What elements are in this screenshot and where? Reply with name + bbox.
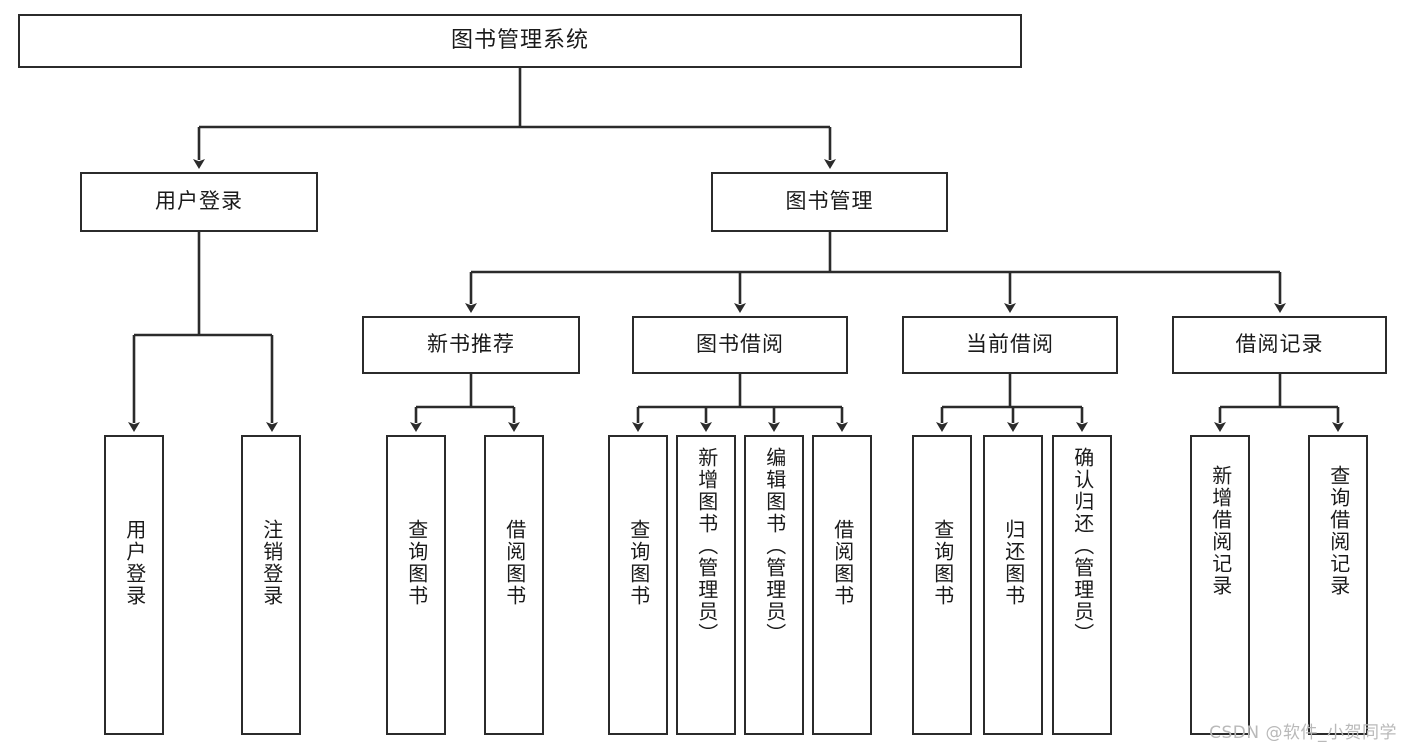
csdn-watermark: CSDN @软件_小贺同学 — [1209, 723, 1397, 743]
node-root[interactable]: 图书管理系统 — [18, 14, 1022, 68]
node-leaf-user-login[interactable]: 用户登录 — [104, 435, 164, 735]
node-leaf-add-book-admin-label: 新增图书（管理员） — [694, 447, 719, 645]
node-leaf-confirm-return-admin[interactable]: 确认归还（管理员） — [1052, 435, 1112, 735]
node-user-login[interactable]: 用户登录 — [80, 172, 318, 232]
node-leaf-return-book-label: 归还图书 — [1001, 519, 1026, 607]
edge-bookborrow-to-leaves — [632, 374, 848, 432]
node-leaf-query-borrow-record[interactable]: 查询借阅记录 — [1308, 435, 1368, 735]
node-borrow-record[interactable]: 借阅记录 — [1172, 316, 1387, 374]
node-book-borrow-label: 图书借阅 — [696, 332, 784, 357]
node-leaf-query-book-current-label: 查询图书 — [930, 519, 955, 607]
node-leaf-user-login-label: 用户登录 — [122, 519, 147, 607]
node-leaf-query-borrow-record-label: 查询借阅记录 — [1326, 465, 1351, 597]
node-leaf-add-borrow-record[interactable]: 新增借阅记录 — [1190, 435, 1250, 735]
edge-newbook-to-leaves — [410, 374, 520, 432]
node-user-login-label: 用户登录 — [155, 189, 243, 214]
node-leaf-query-book-current[interactable]: 查询图书 — [912, 435, 972, 735]
node-leaf-edit-book-admin[interactable]: 编辑图书（管理员） — [744, 435, 804, 735]
edge-currentborrow-to-leaves — [936, 374, 1088, 432]
node-current-borrow[interactable]: 当前借阅 — [902, 316, 1118, 374]
node-book-management-label: 图书管理 — [785, 189, 874, 214]
node-leaf-return-book[interactable]: 归还图书 — [983, 435, 1043, 735]
node-leaf-user-logout[interactable]: 注销登录 — [241, 435, 301, 735]
node-leaf-add-borrow-record-label: 新增借阅记录 — [1208, 465, 1233, 597]
edge-bookmanagement-to-level3 — [465, 232, 1286, 313]
node-leaf-edit-book-admin-label: 编辑图书（管理员） — [762, 447, 787, 645]
edge-root-to-level2 — [193, 68, 836, 169]
node-book-borrow[interactable]: 图书借阅 — [632, 316, 848, 374]
node-current-borrow-label: 当前借阅 — [966, 332, 1054, 357]
node-leaf-query-book-rec-label: 查询图书 — [404, 519, 429, 607]
node-leaf-query-book-borrow[interactable]: 查询图书 — [608, 435, 668, 735]
node-leaf-user-logout-label: 注销登录 — [259, 519, 284, 607]
node-leaf-borrow-book-label: 借阅图书 — [830, 519, 855, 607]
node-borrow-record-label: 借阅记录 — [1235, 332, 1324, 357]
node-leaf-add-book-admin[interactable]: 新增图书（管理员） — [676, 435, 736, 735]
node-leaf-borrow-book-rec-label: 借阅图书 — [502, 519, 527, 607]
edge-userlogin-to-leaves — [128, 232, 278, 432]
node-new-book-recommend-label: 新书推荐 — [427, 332, 515, 357]
edge-borrowrecord-to-leaves — [1214, 374, 1344, 432]
node-book-management[interactable]: 图书管理 — [711, 172, 948, 232]
node-leaf-borrow-book-rec[interactable]: 借阅图书 — [484, 435, 544, 735]
node-leaf-query-book-rec[interactable]: 查询图书 — [386, 435, 446, 735]
node-leaf-confirm-return-admin-label: 确认归还（管理员） — [1070, 447, 1095, 645]
node-leaf-query-book-borrow-label: 查询图书 — [626, 519, 651, 607]
node-new-book-recommend[interactable]: 新书推荐 — [362, 316, 580, 374]
node-root-label: 图书管理系统 — [450, 27, 589, 53]
node-leaf-borrow-book[interactable]: 借阅图书 — [812, 435, 872, 735]
